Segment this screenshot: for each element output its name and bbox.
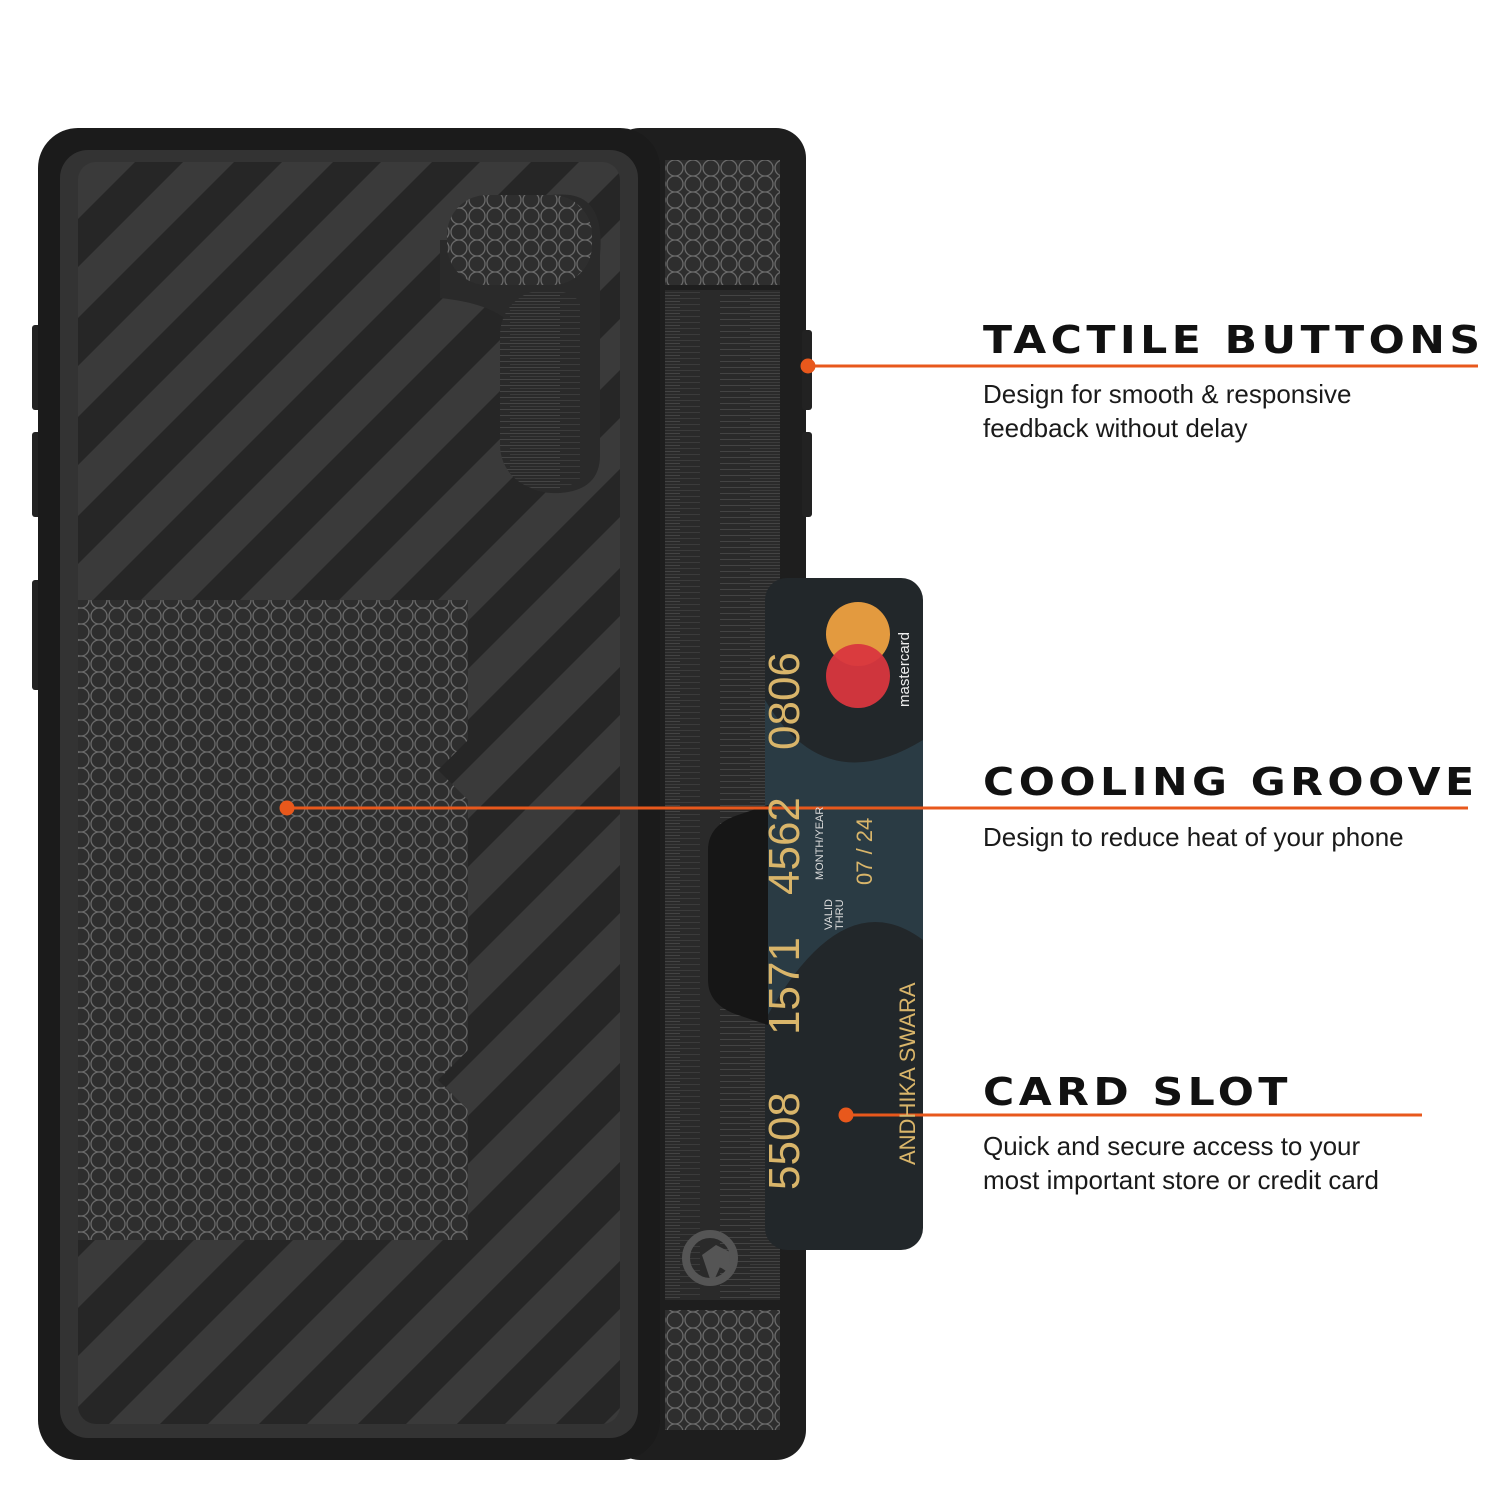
- card-holder-name: ANDHIKA SWARA: [895, 982, 920, 1165]
- vent-bottom: [665, 1310, 780, 1430]
- card-slot-pointer-dot: [838, 1107, 854, 1123]
- card-thumb-notch: [708, 805, 768, 1025]
- cooling-groove-pattern: [78, 600, 468, 1240]
- brand-logo-ring: [682, 1230, 738, 1286]
- card-number-1: 5508: [760, 1092, 809, 1190]
- card-month-year-label: MONTH/YEAR: [814, 806, 826, 880]
- cooling-pointer-dot: [279, 800, 295, 816]
- feature-desc-tactile-1: Design for smooth & responsive: [983, 379, 1352, 409]
- vent-top: [665, 160, 780, 285]
- card-brand: mastercard: [896, 631, 913, 707]
- camera-window: [500, 290, 595, 490]
- feature-title-cooling: COOLING GROOVE: [983, 760, 1479, 804]
- card-number-2: 1571: [760, 937, 809, 1035]
- card-valid-label: VALID THRU: [823, 899, 846, 930]
- card-expiry: 07 / 24: [852, 817, 877, 885]
- mastercard-logo-red: [826, 644, 890, 708]
- feature-title-card-slot: CARD SLOT: [983, 1070, 1292, 1114]
- card-number-4: 0806: [760, 652, 809, 750]
- camera-vent: [447, 195, 592, 285]
- brushed-panel: [665, 290, 780, 1300]
- feature-desc-card-slot-2: most important store or credit card: [983, 1165, 1379, 1195]
- card-number-3: 4562: [760, 797, 809, 895]
- brand-logo-icon: [702, 1245, 736, 1285]
- feature-desc-tactile-2: feedback without delay: [983, 413, 1248, 443]
- side-button-right-2: [802, 432, 812, 517]
- feature-desc-card-slot-1: Quick and secure access to your: [983, 1131, 1361, 1161]
- tactile-pointer-dot: [800, 358, 816, 374]
- feature-desc-cooling: Design to reduce heat of your phone: [983, 822, 1404, 852]
- feature-title-tactile: TACTILE BUTTONS: [983, 318, 1485, 362]
